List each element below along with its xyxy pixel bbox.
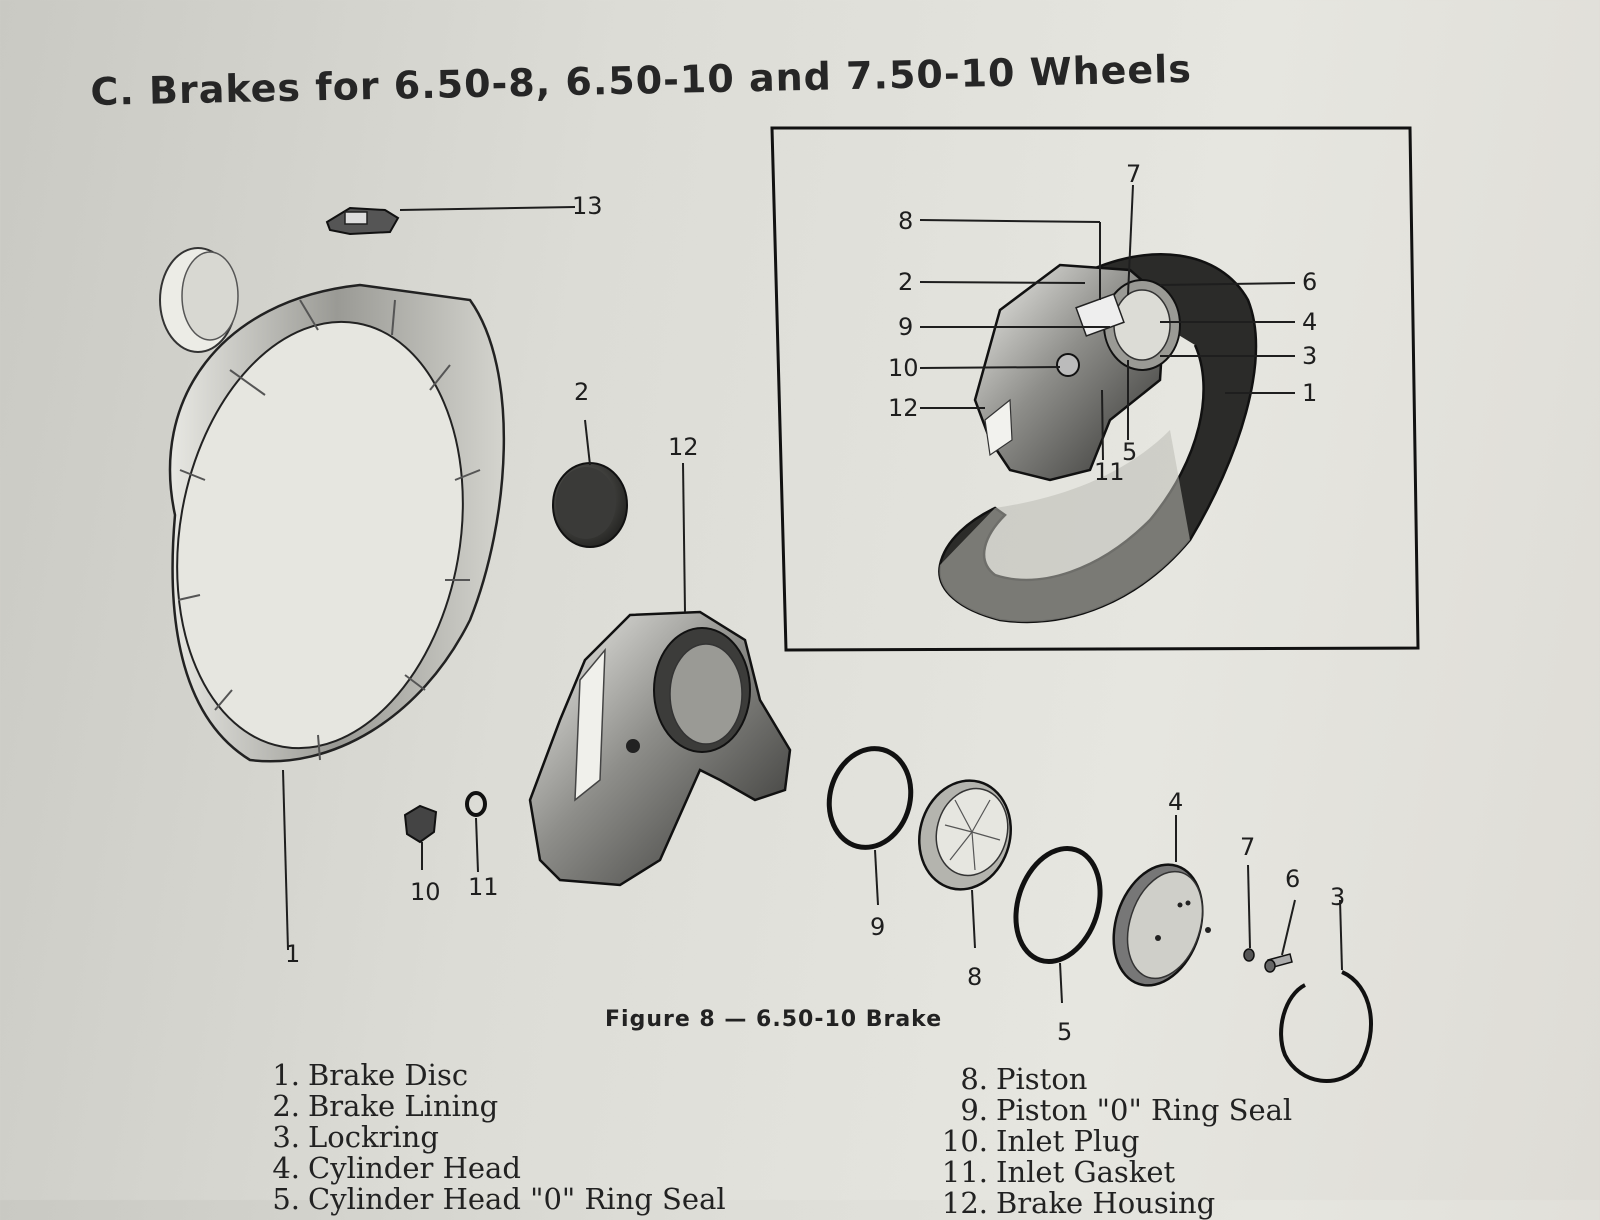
figure-caption: Figure 8 — 6.50-10 Brake [605,1007,943,1032]
inset-callouts: 7 8 2 6 9 4 10 3 12 1 11 5 [888,160,1317,486]
callout-6: 6 [1285,865,1300,893]
part-name: Brake Housing [996,1186,1216,1220]
parts-list-item: 3.Lockring [245,1122,726,1153]
parts-list-item: 10.Inlet Plug [918,1126,1292,1157]
callout-13: 13 [572,192,603,220]
part-number: 3. [272,1120,300,1154]
cylinder-head [1112,863,1211,987]
part-number: 10. [941,1124,988,1158]
part-number: 11. [941,1155,988,1189]
cap-part [159,247,239,353]
brake-disc [168,283,506,763]
piston [918,779,1012,891]
parts-list-left: 1.Brake Disc 2.Brake Lining 3.Lockring 4… [245,1060,726,1215]
parts-list-right: 8.Piston 9.Piston "0" Ring Seal 10.Inlet… [918,1064,1292,1219]
part-name: Piston "0" Ring Seal [996,1093,1293,1127]
callout-3: 3 [1330,883,1345,911]
part-number: 1. [272,1058,300,1092]
callout-2: 2 [574,378,589,406]
inset-callout-3: 3 [1302,342,1317,370]
part-name: Inlet Plug [996,1124,1140,1158]
assembled-view-inset [770,126,1420,652]
parts-list-item: 2.Brake Lining [245,1091,726,1122]
parts-list-item: 4.Cylinder Head [245,1153,726,1184]
callout-8: 8 [967,963,982,991]
parts-list-item: 9.Piston "0" Ring Seal [918,1095,1292,1126]
callout-4: 4 [1168,788,1183,816]
part-name: Brake Lining [308,1089,499,1123]
inset-callout-12: 12 [888,394,919,422]
callout-7: 7 [1240,833,1255,861]
inset-leader-lines [919,184,1296,461]
inset-callout-9: 9 [898,313,913,341]
part-number: 4. [272,1151,300,1185]
inset-callout-10: 10 [888,354,919,382]
inset-callout-5: 5 [1122,438,1137,466]
part-number: 9. [960,1093,988,1127]
part-number: 2. [272,1089,300,1123]
leader-lines [282,206,1343,1004]
callout-10: 10 [410,878,441,906]
callout-11: 11 [468,873,499,901]
brake-lining [552,462,628,548]
callout-1: 1 [285,940,300,968]
callout-12: 12 [668,433,699,461]
parts-list-item: 11.Inlet Gasket [918,1157,1292,1188]
callouts: 13 2 12 1 10 11 9 8 5 4 7 6 3 [285,192,1345,1046]
part-name: Piston [996,1062,1088,1096]
inset-callout-1: 1 [1302,379,1317,407]
inlet-gasket [465,791,487,817]
screw [1264,953,1293,973]
washer [1243,948,1255,962]
inlet-plug [403,804,438,870]
piston-o-ring [826,746,914,850]
brake-housing [528,610,792,887]
parts-list-item: 1.Brake Disc [245,1060,726,1091]
part-name: Lockring [308,1120,439,1154]
connector-part [325,206,400,236]
part-name: Brake Disc [308,1058,469,1092]
inset-callout-8: 8 [898,207,913,235]
part-name: Inlet Gasket [996,1155,1176,1189]
inset-callout-7: 7 [1126,160,1141,188]
lockring [1279,970,1373,1083]
cylinder-head-o-ring [1013,845,1103,965]
parts-list-item: 8.Piston [918,1064,1292,1095]
part-number: 8. [960,1062,988,1096]
part-name: Cylinder Head [308,1151,521,1185]
inset-callout-6: 6 [1302,268,1317,296]
inset-callout-11: 11 [1094,458,1125,486]
inset-callout-4: 4 [1302,308,1317,336]
callout-5: 5 [1057,1018,1072,1046]
part-number: 12. [941,1186,988,1220]
callout-9: 9 [870,913,885,941]
parts-list-item: 12.Brake Housing [918,1188,1292,1219]
inset-callout-2: 2 [898,268,913,296]
